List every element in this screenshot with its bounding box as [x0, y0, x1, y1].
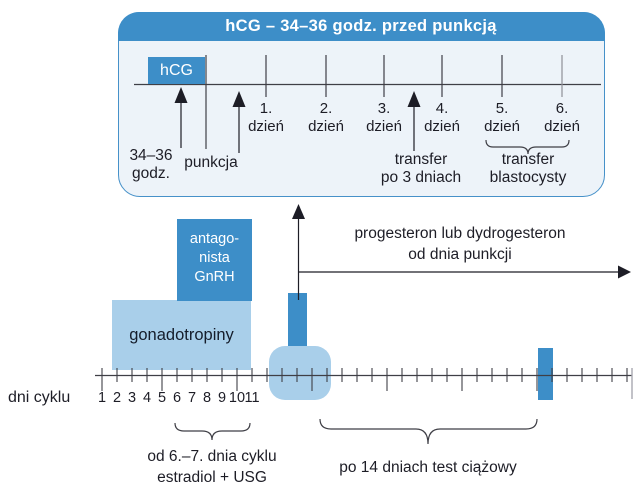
gonadotropins-box: gonadotropiny	[112, 300, 251, 370]
progesterone-note: progesteron lub dydrogesteron od dnia pu…	[354, 225, 566, 263]
panel-title: hCG – 34–36 godz. przed punkcją	[117, 11, 605, 41]
cycle-day-number: 7	[187, 390, 197, 406]
cycle-day-number: 11	[244, 390, 260, 406]
panel-timeline-graphic	[134, 55, 601, 155]
estradiol-note: od 6.–7. dnia cyklu estradiol + USG	[147, 448, 277, 486]
puncture-arrow	[232, 91, 246, 153]
panel-day-ticks	[205, 55, 563, 149]
hcg-box: hCG	[148, 57, 205, 84]
transfer-day3-note: transfer po 3 dniach	[380, 151, 462, 186]
transfer-blastocyst-note: transfer blastocysty	[489, 151, 567, 186]
cycle-day-number: 5	[157, 390, 167, 406]
cycle-axis-ticks	[101, 368, 628, 391]
blastocyst-brace	[485, 139, 570, 155]
trigger-up-arrow	[292, 204, 305, 300]
panel-day-label: 2.dzień	[308, 100, 344, 135]
pregnancy-test-note: po 14 dniach test ciążowy	[339, 459, 517, 476]
cycle-day-number: 8	[202, 390, 212, 406]
cycle-day-number: 3	[127, 390, 137, 406]
cycle-day-number: 10	[228, 390, 246, 406]
cycle-day-number: 4	[142, 390, 152, 406]
panel-day-label: 3.dzień	[366, 100, 402, 135]
panel-day-label: 4.dzień	[424, 100, 460, 135]
gnrh-antagonist-box: antago- nista GnRH	[177, 219, 252, 301]
progesterone-arrow	[298, 265, 631, 279]
hcg-timing-panel: hCG – 34–36 godz. przed punkcją	[117, 11, 605, 197]
panel-day-label: 1.dzień	[248, 100, 284, 135]
pregnancy-test-brace	[319, 418, 538, 445]
hcg-arrow	[174, 87, 188, 148]
transfer-arrow	[407, 91, 421, 151]
puncture-blob	[269, 346, 331, 400]
pregnancy-test-bar	[538, 348, 553, 400]
puncture-note: punkcja	[184, 154, 238, 171]
cycle-day-number: 2	[112, 390, 122, 406]
hcg-trigger-bar	[288, 293, 307, 353]
cycle-day-number: 6	[172, 390, 182, 406]
cycle-day-number: 1	[97, 390, 107, 406]
estradiol-brace	[174, 422, 251, 441]
panel-day-label: 6.dzień	[544, 100, 580, 135]
hours-note: 34–36 godz.	[129, 147, 173, 182]
panel-day-label: 5.dzień	[484, 100, 520, 135]
cycle-axis-label: dni cyklu	[8, 389, 71, 406]
cycle-day-number: 9	[217, 390, 227, 406]
